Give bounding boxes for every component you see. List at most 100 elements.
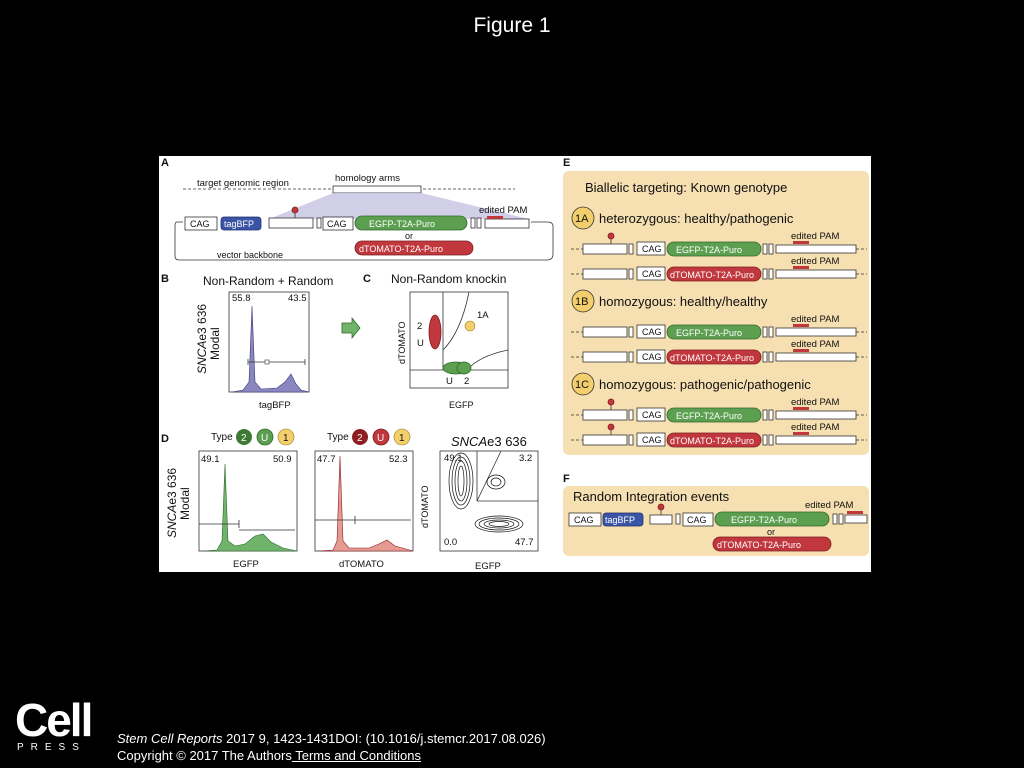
- slide-title: Figure 1: [473, 14, 551, 37]
- svg-text:CAG: CAG: [642, 435, 662, 445]
- d-c1-1: 1: [283, 433, 289, 444]
- d-cu-2: U: [377, 433, 384, 444]
- a-cag-2: CAG: [327, 219, 347, 229]
- e-row-1c-bottom: CAG dTOMATO-T2A-Puro edited PAM: [571, 422, 867, 448]
- panel-b-ylabel-modal: Modal: [208, 327, 222, 360]
- figure-image: A target genomic region homology arms CA…: [159, 156, 871, 572]
- e-row-1a-bottom: CAG dTOMATO-T2A-Puro edited PAM: [571, 256, 867, 282]
- panel-a-letter: A: [161, 157, 169, 169]
- svg-text:edited PAM: edited PAM: [791, 339, 839, 350]
- svg-text:dTOMATO-T2A-Puro: dTOMATO-T2A-Puro: [670, 353, 754, 363]
- d-contour-title: SNCAe3 636: [451, 434, 527, 449]
- c-label-1a: 1A: [477, 310, 489, 321]
- c-ylabel: dTOMATO: [397, 321, 407, 364]
- homology-arms-label: homology arms: [335, 173, 400, 184]
- d-q-lr: 47.7: [515, 537, 534, 548]
- e-row-1b-top: CAG EGFP-T2A-Puro edited PAM: [571, 314, 867, 340]
- f-egfp: EGFP-T2A-Puro: [731, 515, 797, 525]
- svg-text:EGFP-T2A-Puro: EGFP-T2A-Puro: [676, 411, 742, 421]
- a-cag-1: CAG: [190, 219, 210, 229]
- d-c2-2: 2: [357, 433, 363, 444]
- a-egfp: EGFP-T2A-Puro: [369, 219, 435, 229]
- d-h2-left: 47.7: [317, 454, 336, 465]
- e-row-1b-bottom: CAG dTOMATO-T2A-Puro edited PAM: [571, 339, 867, 365]
- citation-block: Stem Cell Reports 2017 9, 1423-1431DOI: …: [117, 730, 546, 764]
- c-label-u2: U: [446, 376, 453, 387]
- b-right-value: 43.5: [288, 293, 307, 304]
- e-row-1c-top: CAG EGFP-T2A-Puro edited PAM: [571, 397, 867, 423]
- panel-b-letter: B: [161, 273, 169, 285]
- d-q-ul: 49.1: [444, 453, 463, 464]
- svg-text:dTOMATO-T2A-Puro: dTOMATO-T2A-Puro: [670, 436, 754, 446]
- svg-text:CAG: CAG: [642, 410, 662, 420]
- d-h2-right: 52.3: [389, 454, 408, 465]
- cell-logo-press: PRESS: [17, 742, 86, 753]
- d-type-2: Type: [327, 432, 349, 443]
- d-q-ll: 0.0: [444, 537, 457, 548]
- d-contour-ylabel: dTOMATO: [420, 485, 430, 528]
- svg-text:edited PAM: edited PAM: [791, 397, 839, 408]
- copyright-text: Copyright © 2017 The Authors: [117, 748, 292, 763]
- citation-line: Stem Cell Reports 2017 9, 1423-1431DOI: …: [117, 730, 546, 747]
- f-cag-1: CAG: [574, 515, 594, 525]
- a-or: or: [405, 231, 413, 241]
- f-cag-2: CAG: [687, 515, 707, 525]
- svg-text:CAG: CAG: [642, 244, 662, 254]
- c-label-22: 2: [464, 376, 469, 387]
- svg-text:dTOMATO-T2A-Puro: dTOMATO-T2A-Puro: [670, 270, 754, 280]
- e-title: Biallelic targeting: Known genotype: [585, 180, 787, 195]
- svg-text:EGFP-T2A-Puro: EGFP-T2A-Puro: [676, 328, 742, 338]
- f-tagbfp: tagBFP: [605, 515, 635, 525]
- a-edited-pam: edited PAM: [479, 205, 527, 216]
- vector-backbone-label: vector backbone: [217, 250, 283, 260]
- e-title-1b: homozygous: healthy/healthy: [599, 294, 768, 309]
- panel-d-letter: D: [161, 433, 169, 445]
- svg-text:CAG: CAG: [642, 327, 662, 337]
- d-q-ur: 3.2: [519, 453, 532, 464]
- svg-text:edited PAM: edited PAM: [791, 422, 839, 433]
- e-row-1a-top: CAG EGFP-T2A-Puro edited PAM: [571, 231, 867, 257]
- panel-c-letter: C: [363, 273, 371, 285]
- f-title: Random Integration events: [573, 489, 730, 504]
- copyright-line: Copyright © 2017 The Authors Terms and C…: [117, 747, 546, 764]
- e-title-1a: heterozygous: healthy/pathogenic: [599, 211, 794, 226]
- arrow-icon: [341, 316, 361, 340]
- journal-name: Stem Cell Reports: [117, 731, 223, 746]
- svg-text:edited PAM: edited PAM: [791, 256, 839, 267]
- d-ylabel: SNCAe3 636: [165, 468, 179, 538]
- d-c1-2: 1: [399, 433, 405, 444]
- svg-text:edited PAM: edited PAM: [791, 231, 839, 242]
- panel-c: C Non-Random knockin 2 U 1A U 2 dTOMATO …: [363, 272, 509, 410]
- svg-text:edited PAM: edited PAM: [791, 314, 839, 325]
- panel-a: A target genomic region homology arms CA…: [161, 157, 554, 261]
- d-type-1: Type: [211, 432, 233, 443]
- panel-e-letter: E: [563, 157, 570, 169]
- svg-text:CAG: CAG: [642, 352, 662, 362]
- e-badge-1c: 1C: [575, 379, 589, 391]
- b-left-value: 55.8: [232, 293, 251, 304]
- c-label-2: 2: [417, 321, 422, 332]
- f-edited-pam: edited PAM: [805, 500, 853, 511]
- d-c2-1: 2: [241, 433, 247, 444]
- e-title-1c: homozygous: pathogenic/pathogenic: [599, 377, 811, 392]
- a-dtomato: dTOMATO-T2A-Puro: [359, 244, 443, 254]
- terms-link[interactable]: Terms and Conditions: [291, 748, 421, 763]
- d-ylabel-modal: Modal: [178, 487, 192, 520]
- panel-d: D Type 2 U 1 Type 2 U 1 SNCAe3 636 Modal…: [161, 428, 539, 572]
- panel-e: E Biallelic targeting: Known genotype 1A…: [563, 157, 869, 455]
- d-h1-left: 49.1: [201, 454, 220, 465]
- svg-text:CAG: CAG: [642, 269, 662, 279]
- a-tagbfp: tagBFP: [224, 219, 254, 229]
- e-badge-1a: 1A: [575, 213, 589, 225]
- e-badge-1b: 1B: [575, 296, 588, 308]
- d-h1-xlabel: EGFP: [233, 559, 259, 570]
- svg-text:EGFP-T2A-Puro: EGFP-T2A-Puro: [676, 245, 742, 255]
- f-dtomato: dTOMATO-T2A-Puro: [717, 540, 801, 550]
- citation-details: 2017 9, 1423-1431DOI: (10.1016/j.stemcr.…: [222, 731, 546, 746]
- d-cu-1: U: [261, 433, 268, 444]
- c-label-u: U: [417, 338, 424, 349]
- d-contour-xlabel: EGFP: [475, 561, 501, 572]
- cell-logo-word: Cell: [15, 694, 93, 746]
- panel-f: F Random Integration events CAG tagBFP C…: [563, 473, 869, 556]
- cell-press-logo[interactable]: Cell PRESS: [15, 694, 93, 753]
